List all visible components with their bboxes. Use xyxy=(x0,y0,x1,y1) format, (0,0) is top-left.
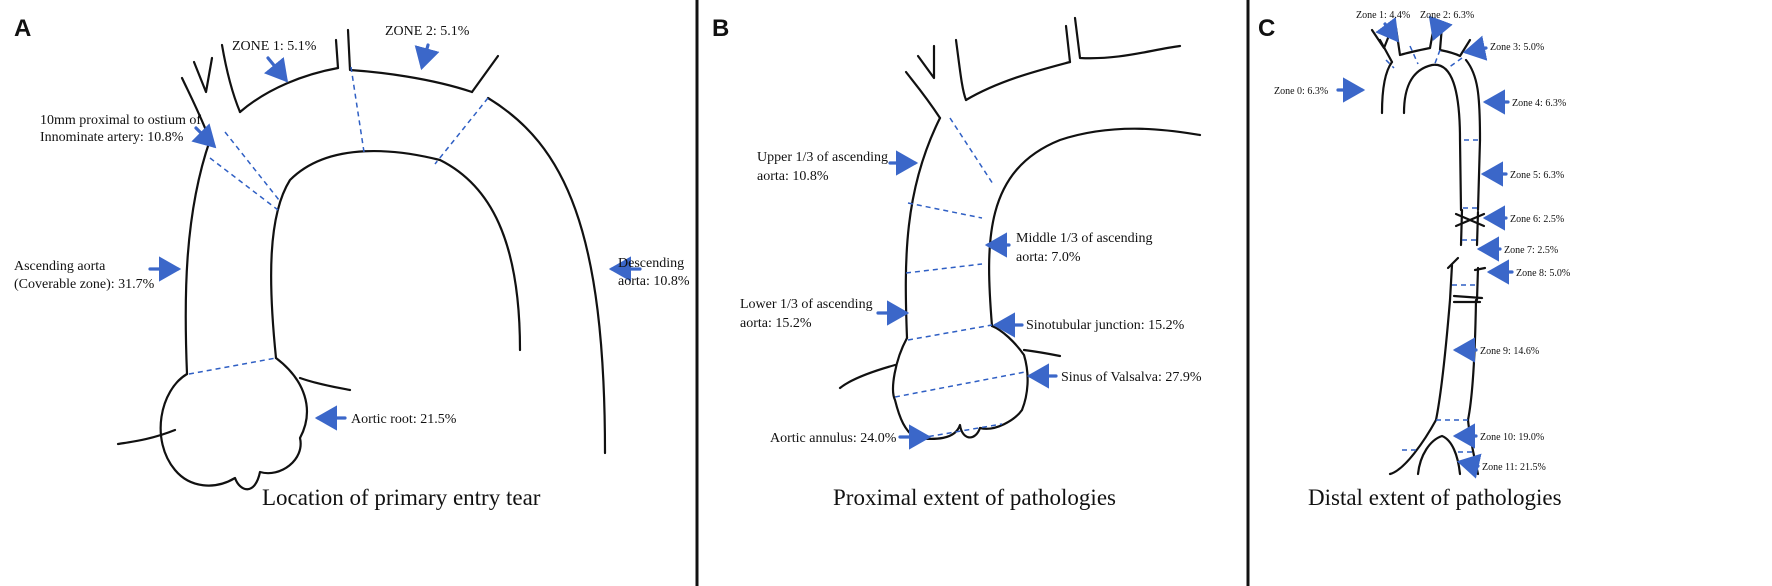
panel-a-caption: Location of primary entry tear xyxy=(262,485,541,510)
zone9-label-c: Zone 9: 14.6% xyxy=(1480,346,1539,357)
middle-label-line2-b: aorta: 7.0% xyxy=(1016,250,1081,265)
panel-c-caption: Distal extent of pathologies xyxy=(1308,485,1562,510)
upper-label-line1-b: Upper 1/3 of ascending xyxy=(757,150,888,165)
panel-c-letter: C xyxy=(1258,15,1275,42)
zone2-label-a: ZONE 2: 5.1% xyxy=(385,24,470,39)
lower-label-line1-b: Lower 1/3 of ascending xyxy=(740,297,873,312)
aortic-root-label-a: Aortic root: 21.5% xyxy=(351,412,457,427)
proximal-arrow-a xyxy=(191,123,217,149)
sinotubular-label-b: Sinotubular junction: 15.2% xyxy=(1026,318,1185,333)
zone8-label-c: Zone 8: 5.0% xyxy=(1516,268,1570,279)
zone7-label-c: Zone 7: 2.5% xyxy=(1504,245,1558,256)
panel-b: B Upper 1/3 of ascen xyxy=(712,15,1202,510)
zone1-arrow-c xyxy=(1375,16,1399,43)
proximal-label-line2-a: Innominate artery: 10.8% xyxy=(40,130,184,145)
lower-label-line2-b: aorta: 15.2% xyxy=(740,316,812,331)
zone5-label-c: Zone 5: 6.3% xyxy=(1510,170,1564,181)
zone11-label-c: Zone 11: 21.5% xyxy=(1482,462,1546,473)
descending-label-line2-a: aorta: 10.8% xyxy=(618,274,690,289)
zone2-arrow-c xyxy=(1428,15,1453,41)
middle-label-line1-b: Middle 1/3 of ascending xyxy=(1016,231,1152,246)
zone3-label-c: Zone 3: 5.0% xyxy=(1490,42,1544,53)
panel-c: C xyxy=(1258,10,1570,510)
panel-a-aorta-drawing xyxy=(116,28,607,491)
zone10-label-c: Zone 10: 19.0% xyxy=(1480,432,1544,443)
upper-label-line2-b: aorta: 10.8% xyxy=(757,169,829,184)
panel-c-aorta-drawing xyxy=(1370,24,1487,476)
panel-b-letter: B xyxy=(712,15,729,42)
panel-b-caption: Proximal extent of pathologies xyxy=(833,485,1116,510)
zone1-arrow-a xyxy=(263,56,289,83)
zone2-label-c: Zone 2: 6.3% xyxy=(1420,10,1474,21)
zone1-label-c: Zone 1: 4.4% xyxy=(1356,10,1410,21)
panel-a-letter: A xyxy=(14,15,31,42)
panel-a: A xyxy=(14,15,690,510)
zone6-label-c: Zone 6: 2.5% xyxy=(1510,214,1564,225)
annulus-label-b: Aortic annulus: 24.0% xyxy=(770,431,897,446)
zone11-arrow-c xyxy=(1456,453,1482,479)
zone3-arrow-c xyxy=(1462,35,1488,61)
valsalva-label-b: Sinus of Valsalva: 27.9% xyxy=(1061,370,1202,385)
panel-b-aorta-drawing xyxy=(838,16,1202,441)
ascending-label-line1-a: Ascending aorta xyxy=(14,259,106,274)
zone4-label-c: Zone 4: 6.3% xyxy=(1512,98,1566,109)
zone0-label-c: Zone 0: 6.3% xyxy=(1274,86,1328,97)
proximal-label-line1-a: 10mm proximal to ostium of xyxy=(40,113,201,128)
zone2-arrow-a xyxy=(414,43,440,71)
zone1-label-a: ZONE 1: 5.1% xyxy=(232,39,317,54)
ascending-label-line2-a: (Coverable zone): 31.7% xyxy=(14,277,155,292)
descending-label-line1-a: Descending xyxy=(618,256,684,271)
